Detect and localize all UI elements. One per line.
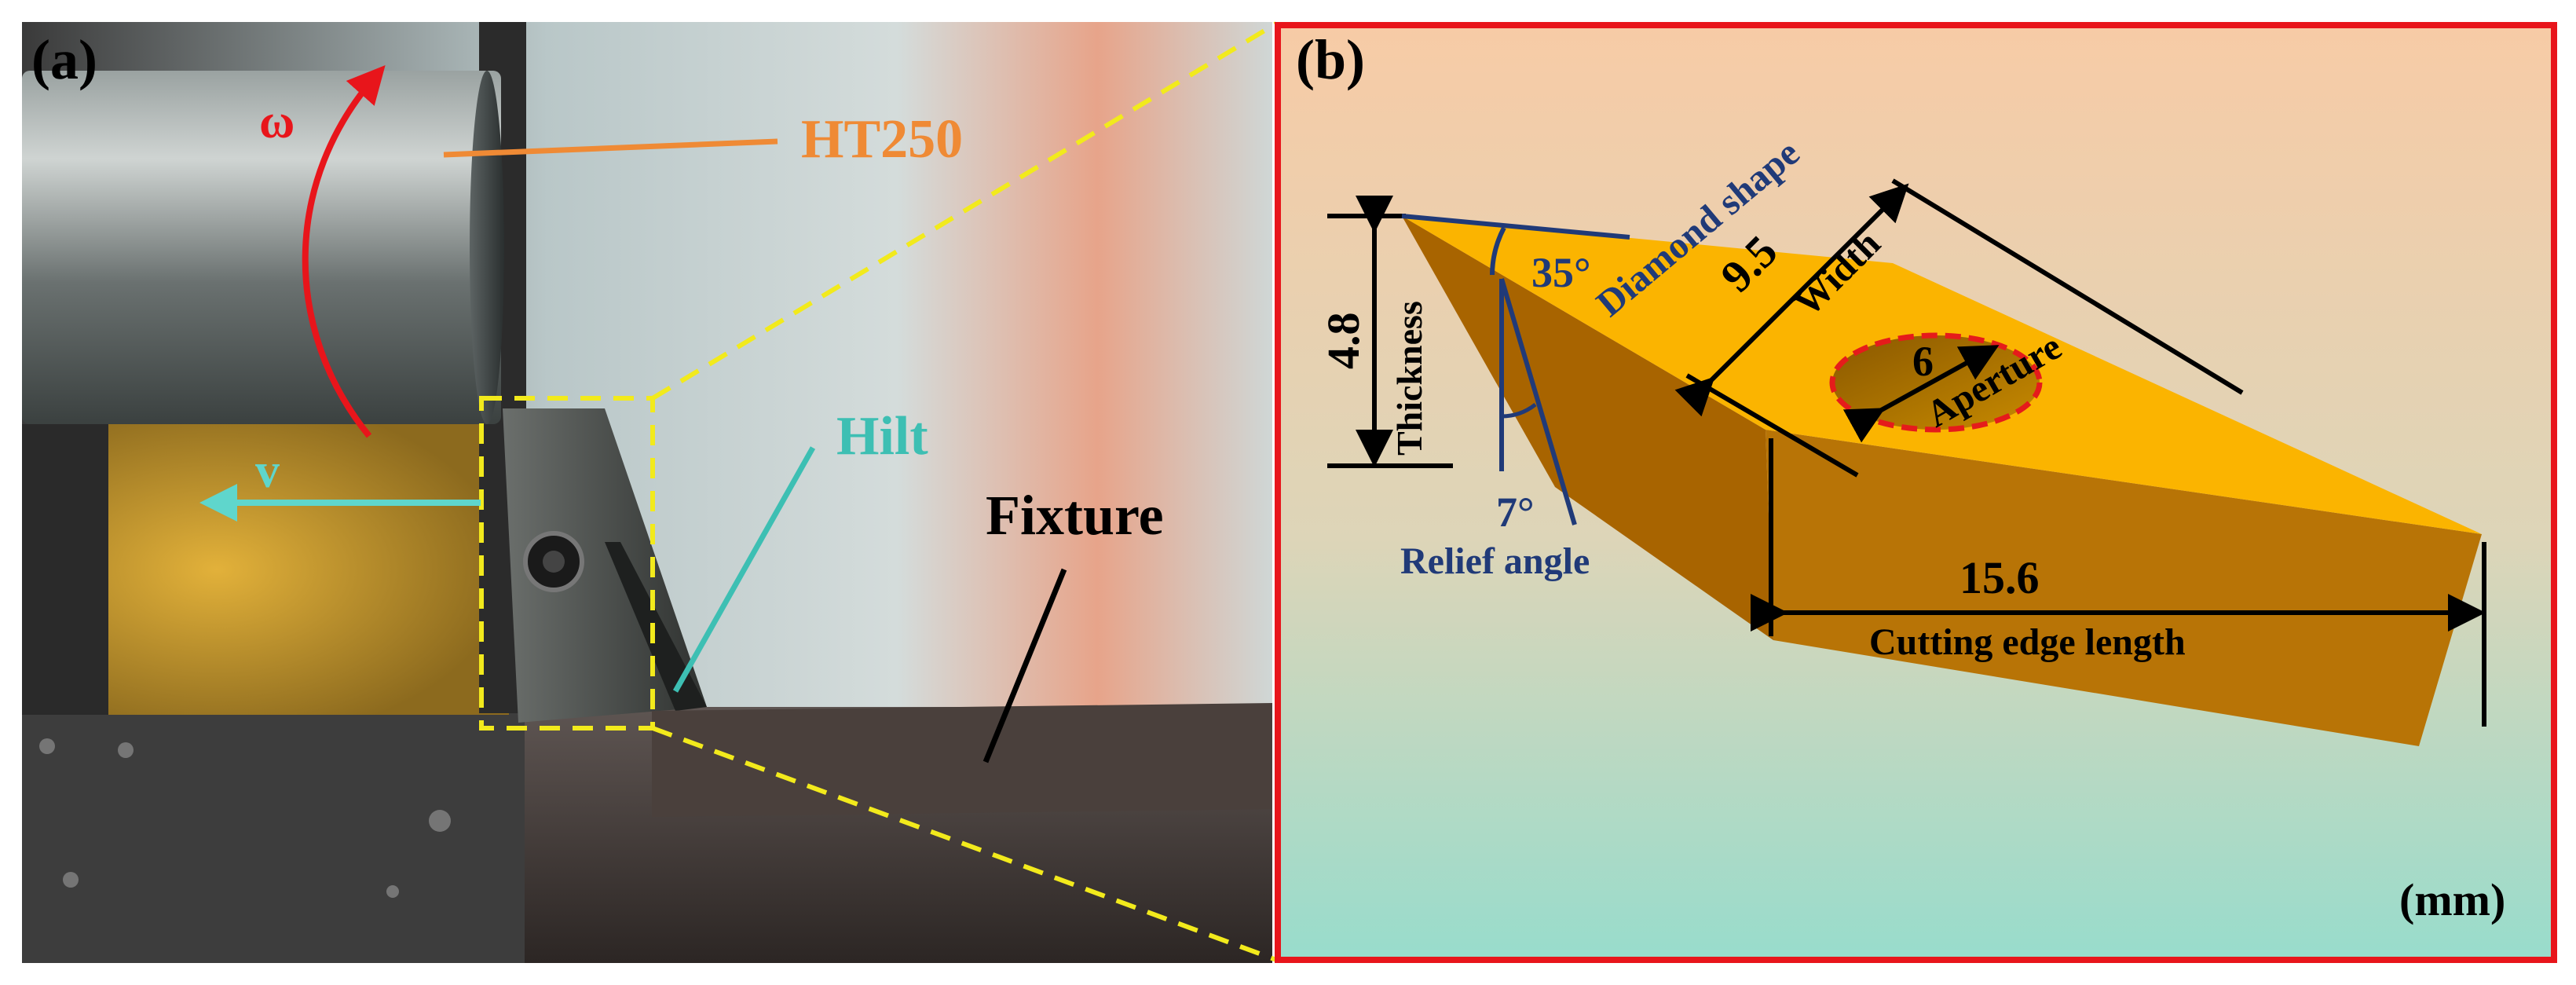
workpiece-label: HT250 bbox=[801, 109, 963, 170]
relief-angle-label: Relief angle bbox=[1400, 540, 1590, 582]
edge-length-value: 15.6 bbox=[1959, 552, 2040, 603]
thickness-value: 4.8 bbox=[1318, 313, 1369, 370]
rotation-arrow bbox=[302, 65, 386, 438]
thickness-label: Thickness bbox=[1389, 301, 1429, 456]
aperture-dimension bbox=[1842, 345, 2000, 443]
unit-label: (mm) bbox=[2399, 874, 2505, 925]
width-dimension bbox=[1674, 183, 1909, 417]
insert-side-face bbox=[1766, 430, 2482, 746]
callout-box bbox=[479, 396, 655, 731]
diamond-angle: 35° bbox=[1531, 249, 1591, 296]
fixture-bar bbox=[652, 703, 1272, 817]
hilt-leader bbox=[672, 446, 816, 693]
callout-line-bottom bbox=[651, 726, 1278, 962]
panel-b-label: (b) bbox=[1296, 28, 1365, 91]
panel-a-label: (a) bbox=[31, 28, 97, 91]
callout-line-top bbox=[651, 21, 1278, 401]
omega-label: ω bbox=[259, 95, 295, 148]
aperture-value: 6 bbox=[1912, 338, 1934, 385]
workpiece-leader bbox=[443, 138, 778, 158]
workpiece-rod-end bbox=[470, 71, 504, 424]
relief-angle-value: 7° bbox=[1496, 489, 1535, 536]
panel-b: (b) 4.8 Thickness 35° Diamond shape 7° R… bbox=[1275, 22, 2557, 963]
panel-a: ω v HT250 Hilt Fixture (a) bbox=[22, 21, 1278, 963]
insert-front-face bbox=[1402, 216, 1773, 640]
fixture-leader bbox=[982, 568, 1067, 763]
workpiece-rod bbox=[22, 71, 501, 424]
fixture-label: Fixture bbox=[986, 484, 1164, 547]
edge-length-label: Cutting edge length bbox=[1869, 621, 2186, 663]
velocity-label: v bbox=[255, 445, 280, 498]
hilt-label: Hilt bbox=[836, 406, 928, 467]
